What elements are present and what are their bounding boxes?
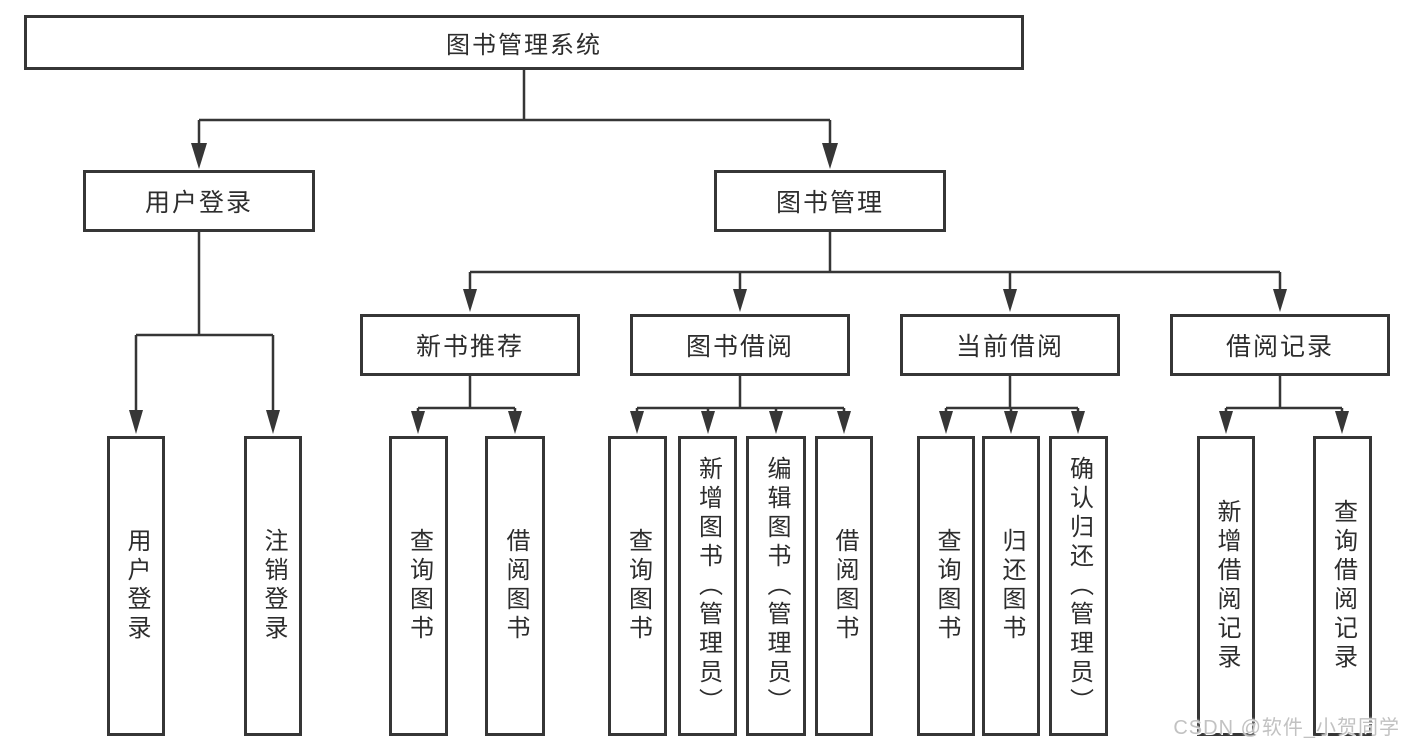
node-label: 新增借阅记录: [1213, 499, 1240, 673]
leaf-query-borrow-record: 查询借阅记录: [1313, 436, 1372, 736]
node-label: 借阅记录: [1225, 333, 1334, 361]
node-label: 归还图书: [998, 528, 1025, 644]
node-user-login: 用户登录: [83, 170, 315, 232]
leaf-query-books-recommend: 查询图书: [389, 436, 448, 736]
leaf-confirm-return-admin: 确认归还（管理员）: [1049, 436, 1108, 736]
leaf-add-book-admin: 新增图书（管理员）: [678, 436, 737, 736]
leaf-user-login: 用户登录: [107, 436, 165, 736]
node-label: 编辑图书（管理员）: [763, 455, 790, 717]
leaf-edit-book-admin: 编辑图书（管理员）: [746, 436, 806, 736]
node-label: 当前借阅: [955, 333, 1064, 361]
node-borrow-records: 借阅记录: [1170, 314, 1390, 376]
node-book-management: 图书管理: [714, 170, 946, 232]
node-label: 新增图书（管理员）: [694, 455, 722, 717]
arrowheads: [129, 143, 1349, 434]
leaf-logout: 注销登录: [244, 436, 302, 736]
node-label: 借阅图书: [502, 528, 529, 644]
node-label: 查询图书: [624, 528, 652, 644]
node-label: 查询图书: [405, 528, 433, 644]
node-current-borrow: 当前借阅: [900, 314, 1120, 376]
node-label: 图书管理: [775, 189, 884, 217]
node-label: 用户登录: [123, 528, 150, 644]
leaf-return-book: 归还图书: [982, 436, 1040, 736]
leaf-borrow-books-recommend: 借阅图书: [485, 436, 545, 736]
node-label: 查询图书: [933, 528, 960, 644]
node-label: 新书推荐: [415, 333, 524, 361]
node-label: 查询借阅记录: [1329, 499, 1357, 673]
csdn-watermark: CSDN @软件_小贺同学: [1173, 717, 1400, 739]
leaf-add-borrow-record: 新增借阅记录: [1197, 436, 1255, 736]
leaf-borrow-books-borrow: 借阅图书: [815, 436, 873, 736]
node-new-book-recommend: 新书推荐: [360, 314, 580, 376]
node-label: 图书管理系统: [446, 32, 602, 59]
node-label: 确认归还（管理员）: [1065, 455, 1093, 717]
leaf-query-books-current: 查询图书: [917, 436, 975, 736]
leaf-query-books-borrow: 查询图书: [608, 436, 667, 736]
node-label: 借阅图书: [831, 528, 858, 644]
node-book-borrow: 图书借阅: [630, 314, 850, 376]
node-label: 注销登录: [260, 528, 287, 644]
node-label: 图书借阅: [685, 333, 794, 361]
node-label: 用户登录: [144, 189, 253, 217]
node-library-management-system: 图书管理系统: [24, 15, 1024, 70]
